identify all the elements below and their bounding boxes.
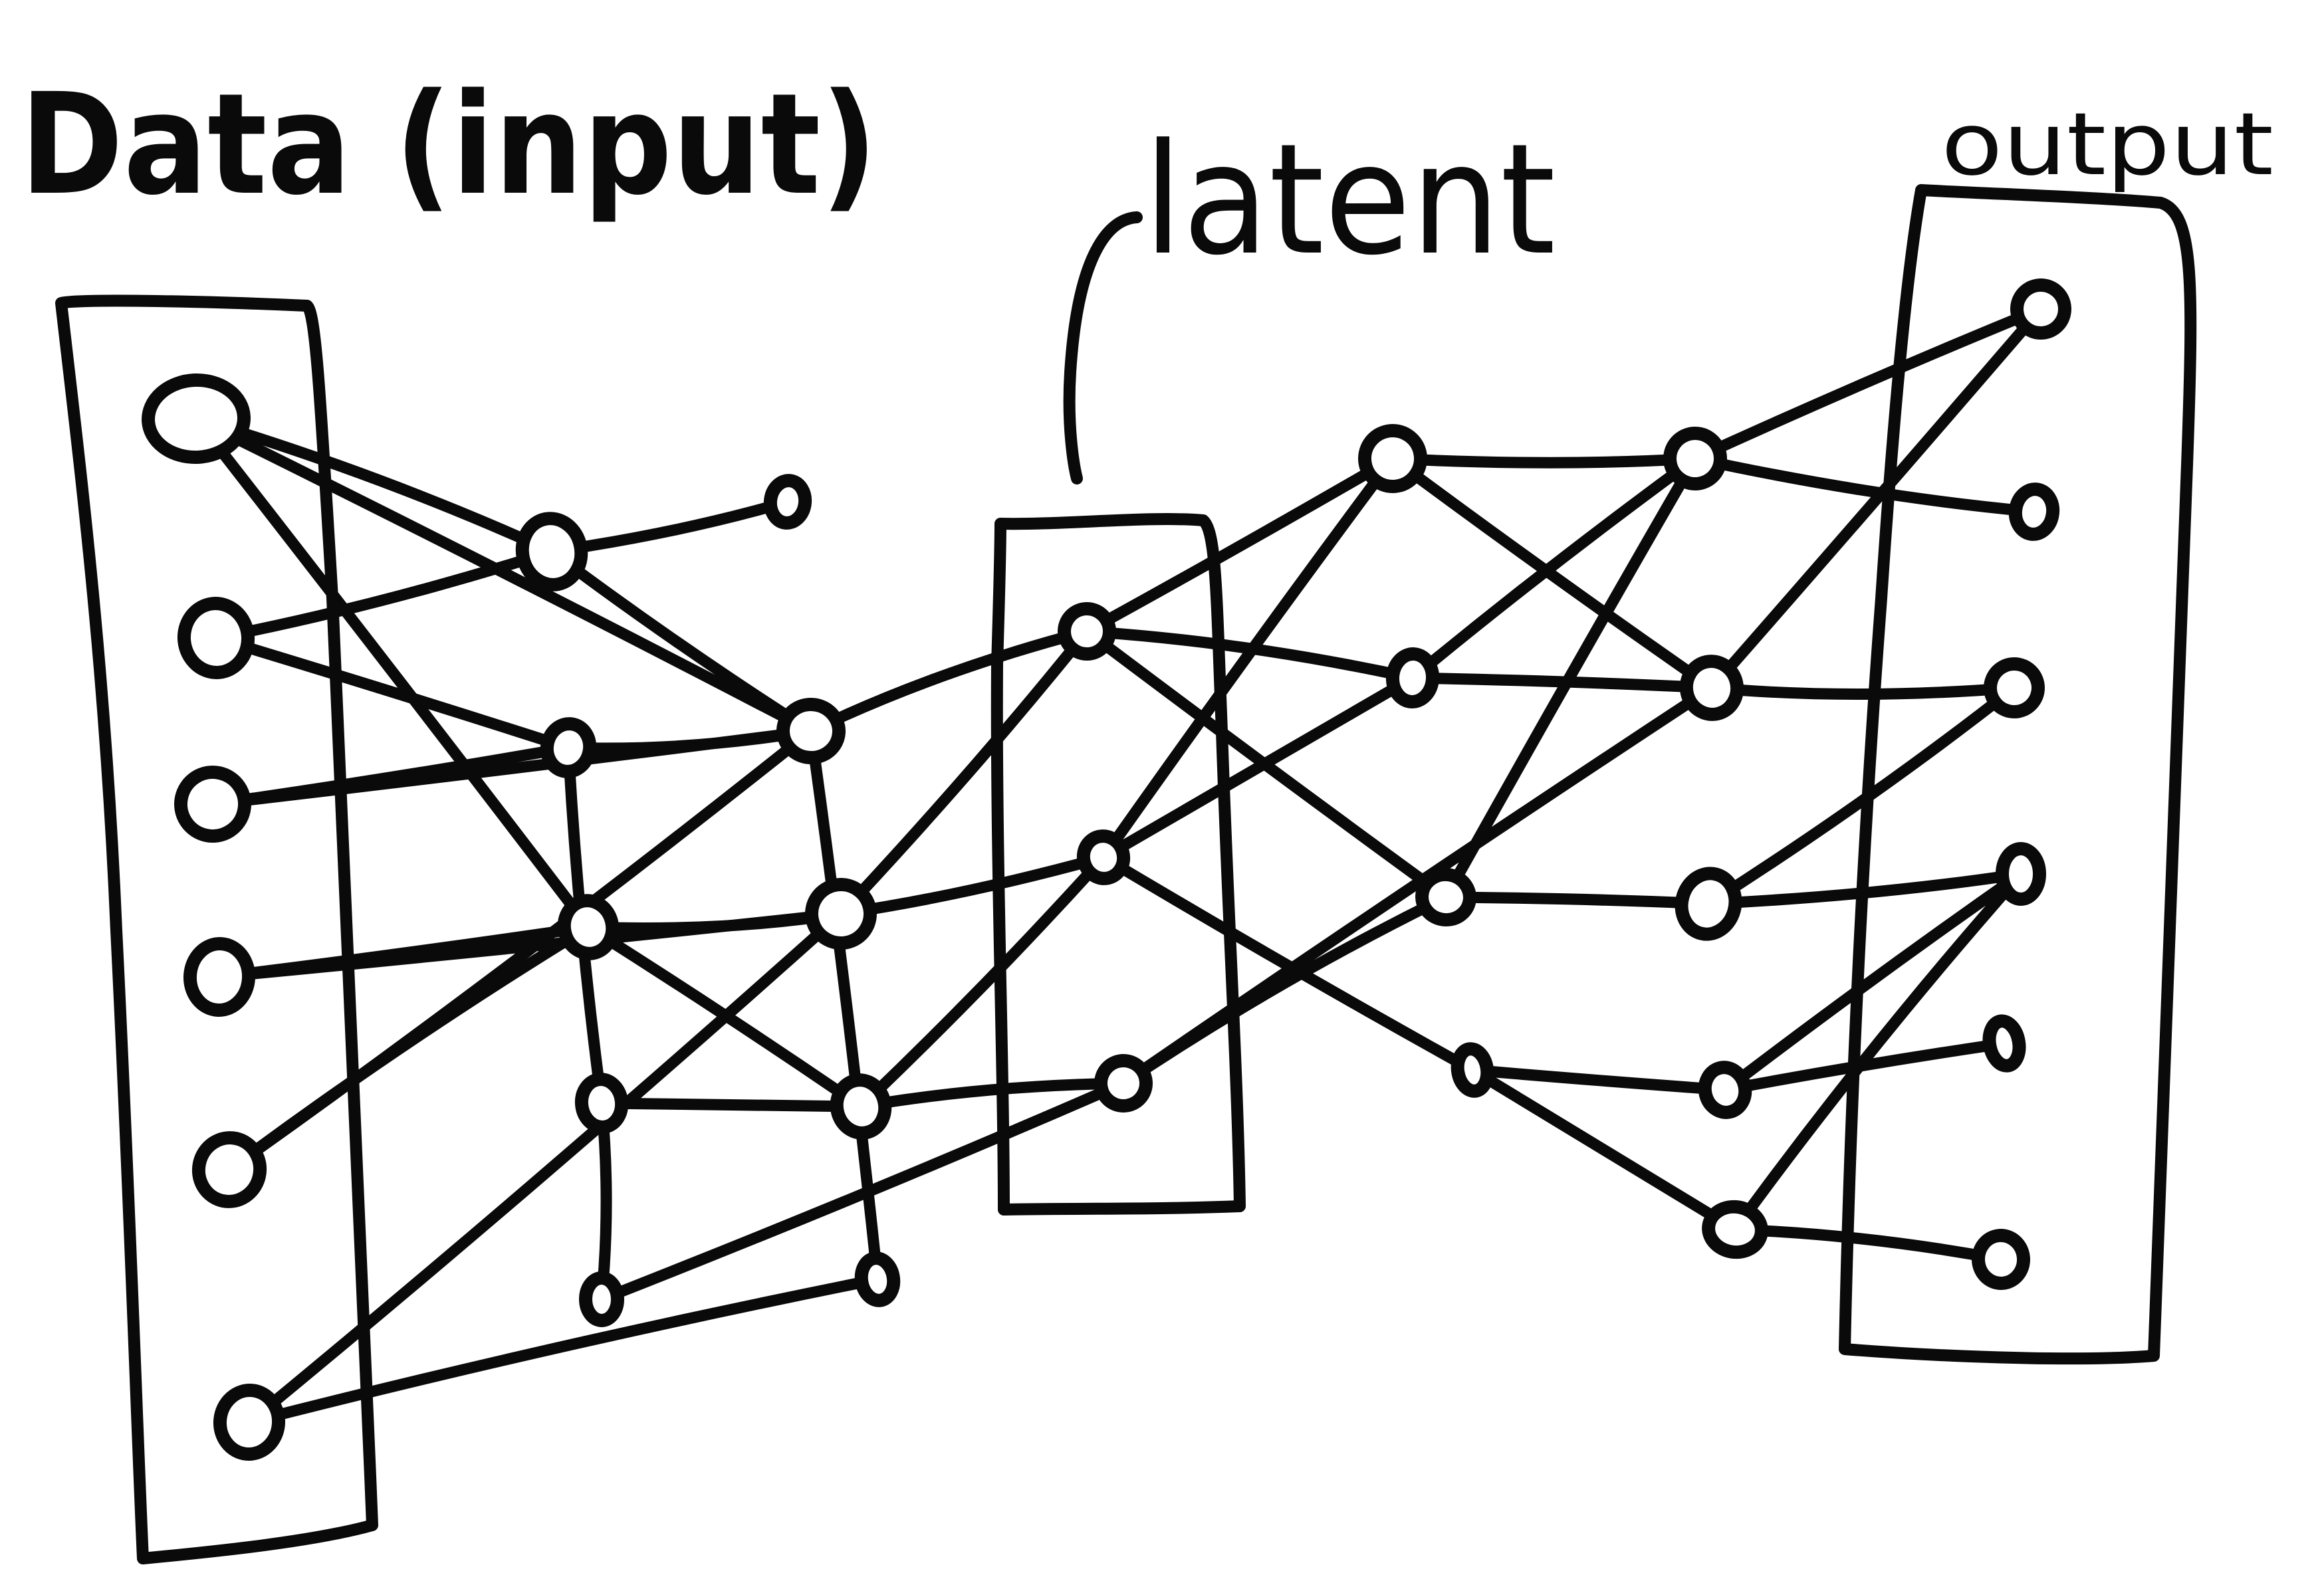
connection-line bbox=[190, 413, 594, 933]
hidden-node-d5 bbox=[1702, 1200, 1768, 1259]
output-node-o6 bbox=[1971, 1229, 2031, 1290]
output-node-o3 bbox=[1984, 657, 2045, 718]
connection-line bbox=[546, 546, 817, 737]
hidden-node-b3 bbox=[830, 1073, 892, 1140]
hidden-node-a4 bbox=[574, 1073, 629, 1134]
hidden-node-c4 bbox=[1451, 1042, 1494, 1098]
connection-line bbox=[1407, 453, 1701, 684]
hidden-node-d4 bbox=[1698, 1061, 1752, 1119]
connection-line bbox=[582, 908, 847, 934]
connection-line bbox=[1466, 1064, 1741, 1235]
output-layer-box bbox=[1839, 184, 2197, 1365]
input-node-in5 bbox=[191, 1131, 267, 1208]
connection-line bbox=[1440, 891, 1714, 910]
connection-line bbox=[1719, 868, 2027, 1096]
connection-line bbox=[1729, 1223, 2007, 1265]
connection-line bbox=[1706, 303, 2047, 694]
connection-line bbox=[805, 625, 1093, 737]
input-layer-box bbox=[55, 294, 378, 1564]
connection-line bbox=[1689, 303, 2047, 465]
connection-line bbox=[1387, 453, 1701, 469]
hidden-node-d3 bbox=[1675, 867, 1742, 941]
output-node-o5 bbox=[1982, 1014, 2026, 1073]
hidden-node-b2 bbox=[805, 878, 877, 950]
connection-line bbox=[210, 632, 574, 754]
connection-line bbox=[1117, 682, 1718, 1089]
connection-line bbox=[1098, 453, 1399, 863]
latent-node-l1 bbox=[1058, 602, 1116, 661]
connection-line bbox=[243, 908, 847, 1428]
input-layer-label: Data (input) bbox=[20, 63, 877, 226]
connection-line bbox=[855, 851, 1109, 1113]
connection-line bbox=[835, 625, 1093, 920]
input-node-in4 bbox=[183, 937, 256, 1017]
connection-line bbox=[596, 1077, 1129, 1305]
connection-line bbox=[546, 496, 794, 558]
connection-line bbox=[1081, 453, 1399, 637]
connection-line bbox=[1702, 868, 2027, 910]
hidden-node-a2 bbox=[540, 717, 597, 778]
connection-line bbox=[1466, 1064, 1731, 1096]
input-node-in2 bbox=[177, 597, 255, 679]
hidden-node-d1 bbox=[1663, 427, 1727, 490]
hidden-node-a1 bbox=[515, 512, 588, 591]
connection-line bbox=[1440, 453, 1701, 903]
nodes bbox=[142, 278, 2071, 1461]
hidden-node-a5 bbox=[763, 474, 812, 530]
latent-layer-label: latent bbox=[1143, 112, 1556, 289]
connection-line bbox=[243, 1273, 883, 1428]
connection-line bbox=[596, 1097, 867, 1113]
hidden-node-c3 bbox=[1415, 867, 1476, 927]
connection-line bbox=[1729, 868, 2027, 1235]
connection-line bbox=[1098, 672, 1419, 863]
connection-line bbox=[805, 725, 883, 1285]
hidden-node-b5 bbox=[578, 1271, 625, 1327]
connections bbox=[190, 303, 2047, 1428]
latent-node-l3 bbox=[1076, 829, 1131, 885]
output-node-o1 bbox=[2010, 278, 2071, 340]
output-layer-label: output bbox=[1941, 94, 2273, 195]
connection-line bbox=[223, 725, 817, 1176]
hidden-node-b1 bbox=[776, 697, 846, 765]
connection-line bbox=[855, 1077, 1129, 1113]
connection-line bbox=[190, 413, 817, 737]
latent-node-l2 bbox=[1094, 1054, 1153, 1113]
hidden-node-c1 bbox=[1358, 424, 1427, 493]
hidden-node-d2 bbox=[1679, 655, 1744, 721]
hidden-node-b4 bbox=[854, 1251, 901, 1307]
latent-label-leader bbox=[1063, 211, 1143, 484]
input-node-in6 bbox=[213, 1384, 286, 1461]
output-node-o2 bbox=[2008, 482, 2060, 541]
latent-layer-box bbox=[990, 513, 1246, 1216]
connection-line bbox=[190, 413, 558, 558]
connection-line bbox=[1098, 851, 1478, 1076]
connection-line bbox=[582, 921, 867, 1113]
output-node-o4 bbox=[1995, 842, 2047, 906]
input-node-in3 bbox=[174, 766, 251, 843]
hidden-node-c2 bbox=[1385, 647, 1440, 708]
connection-line bbox=[210, 546, 558, 644]
connection-line bbox=[562, 725, 817, 754]
hidden-node-a3 bbox=[557, 894, 620, 960]
connection-line bbox=[1689, 453, 2040, 518]
connection-line bbox=[1706, 682, 2020, 700]
input-node-in1 bbox=[142, 373, 251, 465]
